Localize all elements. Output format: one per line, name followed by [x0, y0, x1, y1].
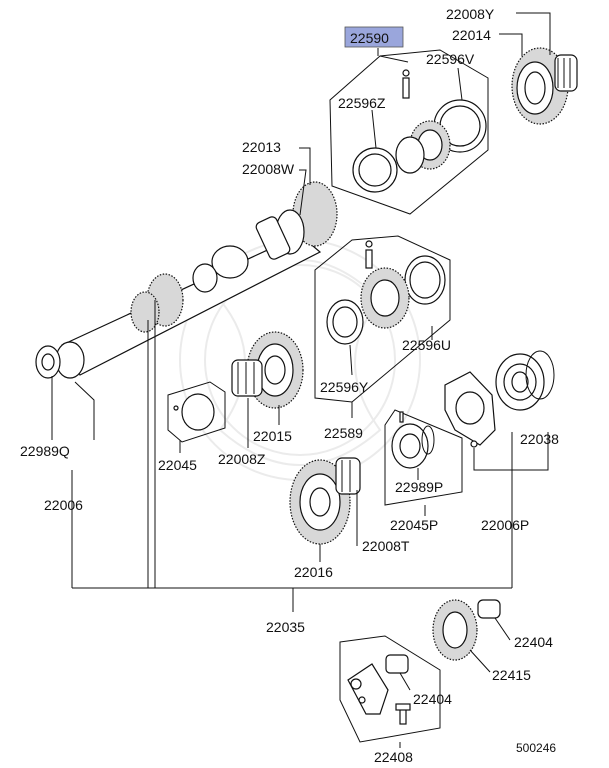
label-22045P[interactable]: 22045P	[390, 517, 438, 533]
parts-box-22045P	[384, 409, 463, 506]
synchronizer-box-22590	[329, 49, 489, 215]
synchronizer-box-22589	[314, 235, 451, 403]
idler-gear-22415-drawing	[432, 599, 501, 661]
label-22008Y[interactable]: 22008Y	[446, 6, 495, 22]
label-22408[interactable]: 22408	[374, 749, 413, 765]
label-22989Q[interactable]: 22989Q	[20, 443, 70, 459]
label-22596V[interactable]: 22596V	[426, 51, 475, 67]
label-22045[interactable]: 22045	[158, 457, 197, 473]
label-22013[interactable]: 22013	[242, 139, 281, 155]
label-22596Z[interactable]: 22596Z	[338, 95, 386, 111]
label-22006[interactable]: 22006	[44, 497, 83, 513]
label-22035[interactable]: 22035	[266, 619, 305, 635]
label-22589[interactable]: 22589	[324, 425, 363, 441]
gear-22014-drawing	[511, 47, 578, 125]
label-22404-upper[interactable]: 22404	[514, 634, 553, 650]
gear-22015-drawing	[231, 331, 304, 409]
label-22038[interactable]: 22038	[520, 431, 559, 447]
label-22014[interactable]: 22014	[452, 27, 491, 43]
label-22596U[interactable]: 22596U	[402, 337, 451, 353]
label-22590[interactable]: 22590	[350, 30, 389, 46]
retainer-plate-22045	[167, 381, 226, 443]
label-22596Y[interactable]: 22596Y	[320, 379, 369, 395]
label-22008Z[interactable]: 22008Z	[218, 451, 266, 467]
label-22016[interactable]: 22016	[294, 564, 333, 580]
bearing-22038-drawing	[444, 350, 555, 448]
label-22404-lower[interactable]: 22404	[413, 691, 452, 707]
main-shaft-drawing	[35, 181, 338, 379]
highlighted-part-box	[344, 26, 404, 48]
label-22015[interactable]: 22015	[253, 428, 292, 444]
diagram-reference-number: 500246	[516, 741, 556, 755]
bracket-box-22408	[339, 635, 441, 743]
label-22415[interactable]: 22415	[492, 667, 531, 683]
label-22008W[interactable]: 22008W	[242, 161, 295, 177]
leader-lines	[51, 12, 551, 748]
part-labels: 22590 22008Y 22014 22596V 22596Z 22013 2…	[20, 6, 559, 765]
label-22989P[interactable]: 22989P	[395, 479, 443, 495]
label-22006P[interactable]: 22006P	[481, 517, 529, 533]
label-22008T[interactable]: 22008T	[362, 538, 410, 554]
gear-22016-drawing	[289, 457, 361, 545]
